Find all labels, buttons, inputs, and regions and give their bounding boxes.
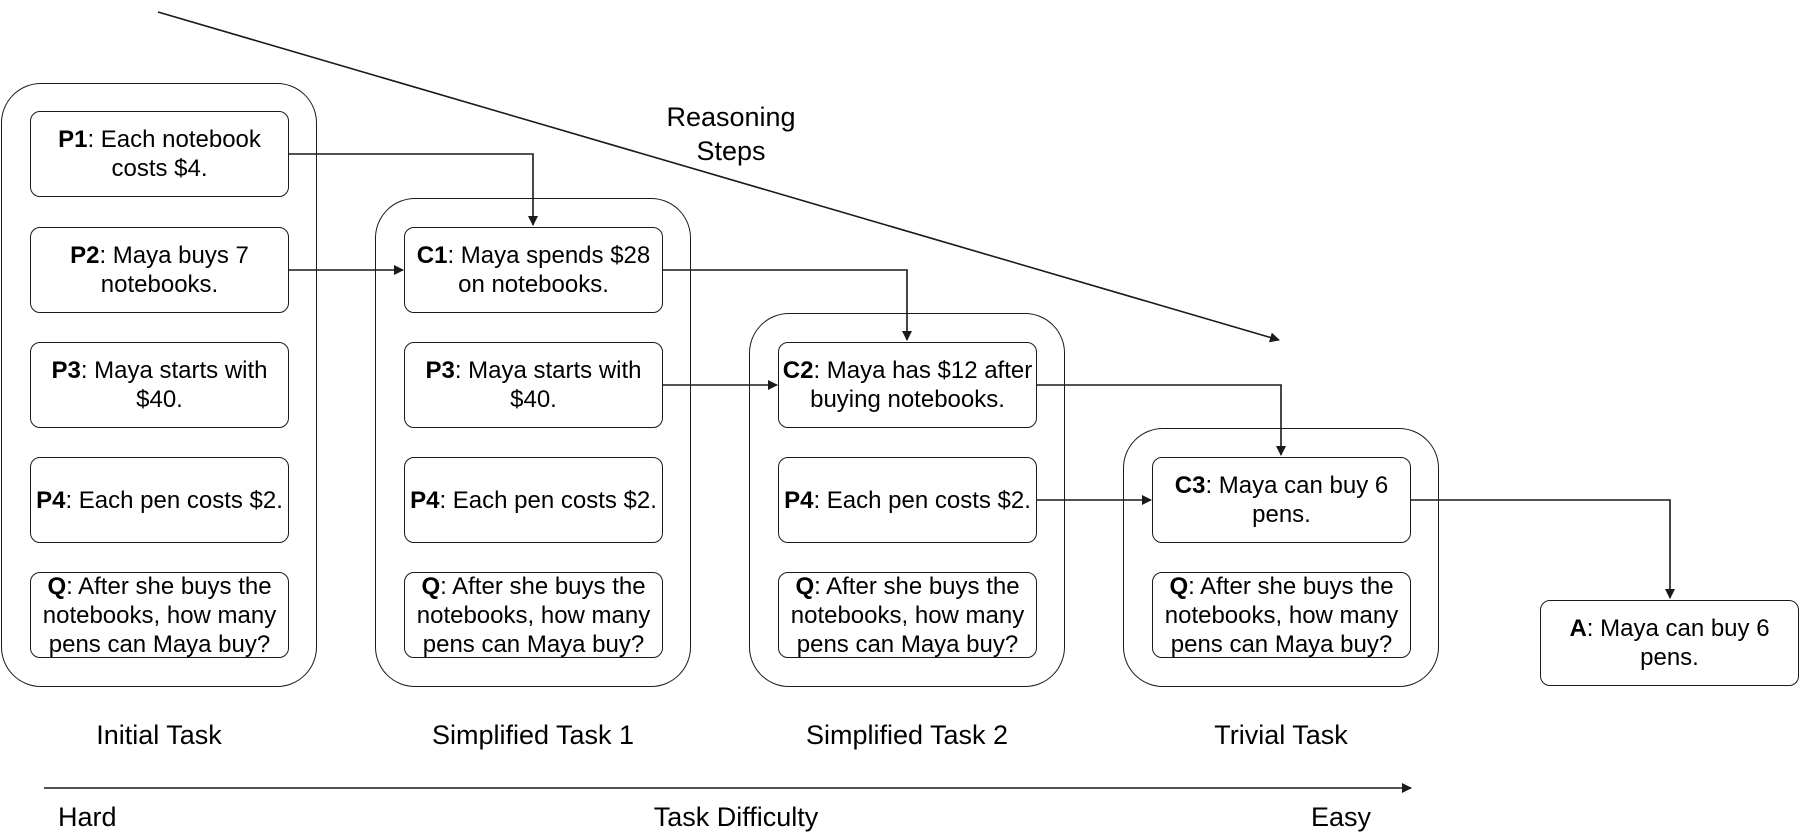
group-simplified-task-2 bbox=[749, 313, 1065, 687]
box-text: : Maya starts with $40. bbox=[454, 357, 642, 413]
box-tag: C1 bbox=[416, 242, 448, 269]
axis-label-task-difficulty: Task Difficulty bbox=[653, 802, 819, 832]
box-q: Q: After she buys the notebooks, how man… bbox=[778, 572, 1037, 658]
reasoning-steps-label: Reasoning Steps bbox=[666, 102, 796, 166]
box-answer: A: Maya can buy 6 pens. bbox=[1540, 600, 1799, 686]
arrow-p1-to-c1 bbox=[289, 153, 538, 226]
box-text: : Each pen costs $2. bbox=[439, 486, 657, 514]
box-text: : Each pen costs $2. bbox=[813, 486, 1031, 514]
box-text: : After she buys the notebooks, how many… bbox=[790, 572, 1025, 658]
box-tag: Q bbox=[47, 572, 67, 600]
box-text: : After she buys the notebooks, how many… bbox=[1164, 572, 1399, 658]
box-tag: P4 bbox=[410, 486, 440, 514]
box-text: : Each pen costs $2. bbox=[65, 486, 283, 514]
reasoning-steps-arrow bbox=[157, 11, 1280, 343]
box-tag: P4 bbox=[36, 486, 66, 514]
group-title: Simplified Task 1 bbox=[431, 720, 635, 750]
box-tag: Q bbox=[421, 572, 441, 600]
box-q: Q: After she buys the notebooks, how man… bbox=[1152, 572, 1411, 658]
box-tag: P3 bbox=[425, 357, 455, 384]
box-text: : Each notebook costs $4. bbox=[87, 126, 261, 182]
axis-label-easy: Easy bbox=[1310, 802, 1372, 832]
axis-label-hard: Hard bbox=[58, 802, 117, 832]
box-p3: P3: Maya starts with $40. bbox=[30, 342, 289, 428]
arrow-c2-to-c3 bbox=[1037, 384, 1286, 456]
arrow-c1-to-c2 bbox=[663, 269, 912, 341]
box-tag: P3 bbox=[51, 357, 81, 384]
box-text: : Maya buys 7 notebooks. bbox=[99, 242, 249, 298]
box-c2: C2: Maya has $12 after buying notebooks. bbox=[778, 342, 1037, 428]
box-text: : Maya can buy 6 pens. bbox=[1205, 472, 1389, 528]
box-c3: C3: Maya can buy 6 pens. bbox=[1152, 457, 1411, 543]
box-text: : After she buys the notebooks, how many… bbox=[416, 572, 651, 658]
box-text: : Maya spends $28 on notebooks. bbox=[447, 242, 651, 298]
group-title: Trivial Task bbox=[1214, 720, 1348, 750]
box-tag: P1 bbox=[58, 126, 88, 153]
box-c1: C1: Maya spends $28 on notebooks. bbox=[404, 227, 663, 313]
box-text: : Maya has $12 after buying notebooks. bbox=[810, 357, 1033, 413]
box-q: Q: After she buys the notebooks, how man… bbox=[30, 572, 289, 658]
group-simplified-task-1 bbox=[375, 198, 691, 687]
box-tag: A bbox=[1569, 615, 1587, 642]
box-text: : After she buys the notebooks, how many… bbox=[42, 572, 277, 658]
box-p4: P4: Each pen costs $2. bbox=[404, 457, 663, 543]
box-p3: P3: Maya starts with $40. bbox=[404, 342, 663, 428]
box-p1: P1: Each notebook costs $4. bbox=[30, 111, 289, 197]
box-tag: C3 bbox=[1174, 472, 1206, 499]
box-tag: P4 bbox=[784, 486, 814, 514]
box-tag: Q bbox=[1169, 572, 1189, 600]
box-text: : Maya starts with $40. bbox=[80, 357, 268, 413]
arrow-c3-to-answer bbox=[1411, 499, 1675, 599]
box-tag: Q bbox=[795, 572, 815, 600]
box-tag: C2 bbox=[782, 357, 814, 384]
box-tag: P2 bbox=[70, 242, 100, 269]
box-q: Q: After she buys the notebooks, how man… bbox=[404, 572, 663, 658]
group-title: Initial Task bbox=[96, 720, 222, 750]
group-title: Simplified Task 2 bbox=[805, 720, 1009, 750]
box-p4: P4: Each pen costs $2. bbox=[30, 457, 289, 543]
group-initial-task bbox=[1, 83, 317, 687]
box-p4: P4: Each pen costs $2. bbox=[778, 457, 1037, 543]
group-trivial-task bbox=[1123, 428, 1439, 687]
box-p2: P2: Maya buys 7 notebooks. bbox=[30, 227, 289, 313]
box-text: : Maya can buy 6 pens. bbox=[1586, 615, 1770, 671]
